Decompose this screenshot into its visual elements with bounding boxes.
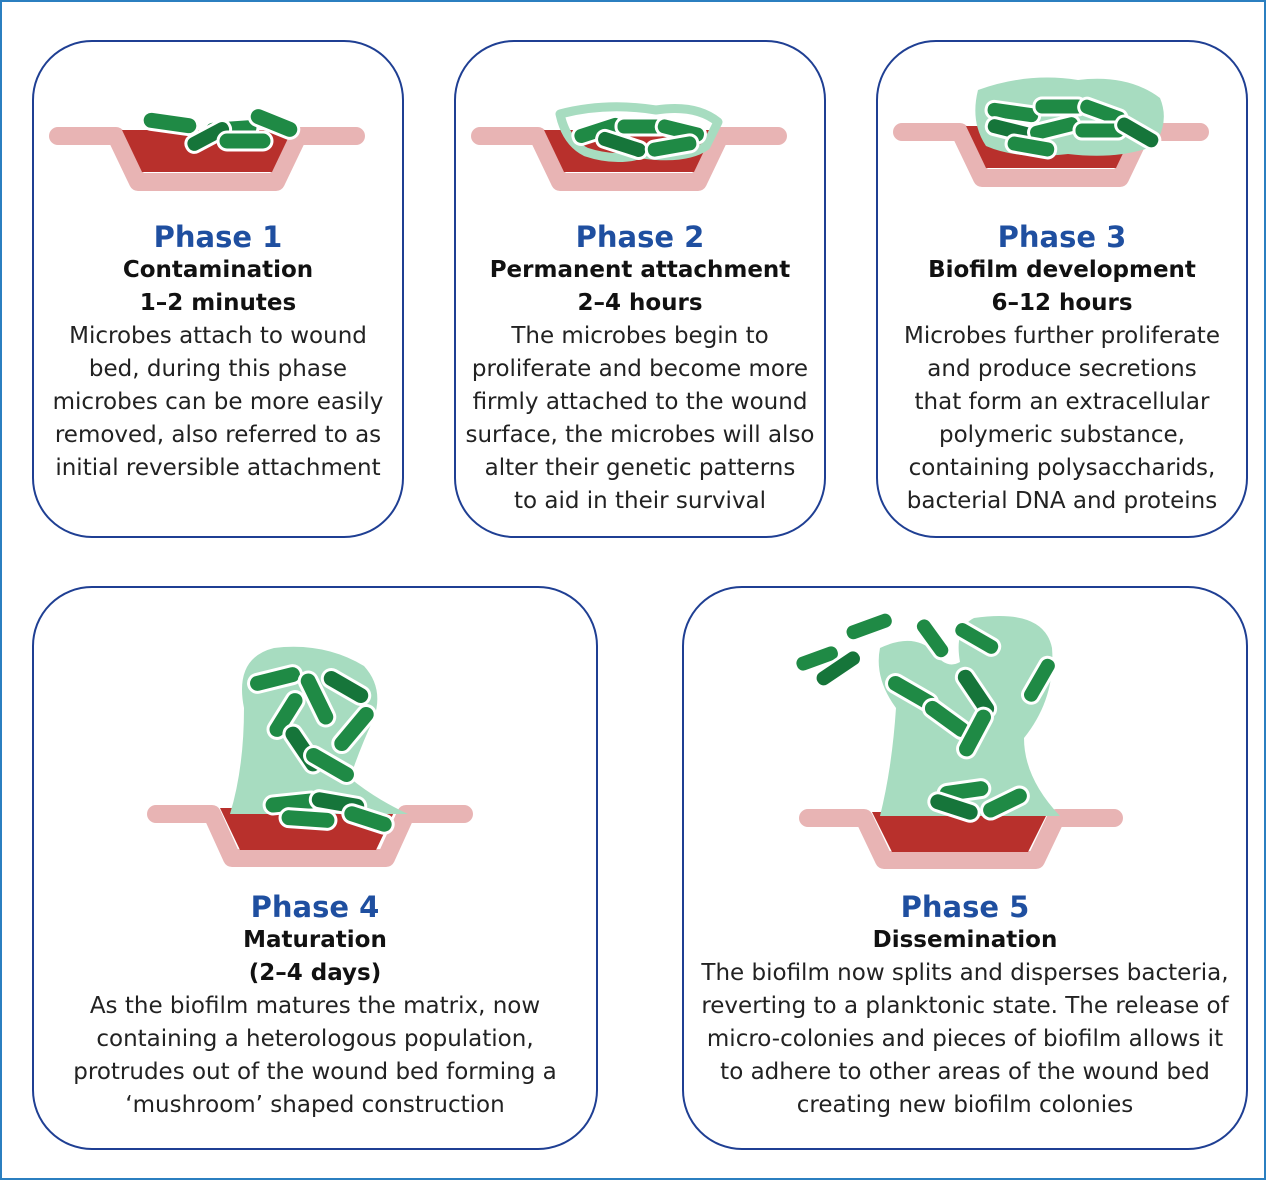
phase-5-name: Dissemination: [872, 927, 1058, 953]
phase-3-text: Phase 3 Biofilm development 6–12 hours M…: [878, 220, 1246, 518]
phase-3-description: Microbes further proliferate and produce…: [904, 323, 1220, 514]
phase-5-text: Phase 5 Dissemination The biofilm now sp…: [684, 890, 1246, 1122]
phase-2-title: Phase 2: [575, 220, 705, 254]
phase-2-bacteria: [571, 114, 707, 161]
phase-1-description: Microbes attach to wound bed, during thi…: [52, 323, 384, 481]
phase-1-title: Phase 1: [153, 220, 283, 254]
phase-2-text: Phase 2 Permanent attachment 2–4 hours T…: [456, 220, 824, 518]
phase-3-bacteria: [984, 96, 1162, 160]
phase-1-name: Contamination: [122, 257, 314, 283]
phase-3-name: Biofilm development: [928, 257, 1196, 283]
phase-1-text: Phase 1 Contamination 1–2 minutes Microb…: [34, 220, 402, 485]
phase-3-card: Phase 3 Biofilm development 6–12 hours M…: [876, 40, 1248, 538]
phase-5-description: The biofilm now splits and disperses bac…: [701, 960, 1229, 1118]
phase-4-card: Phase 4 Maturation (2–4 days) As the bio…: [32, 586, 598, 1150]
phase-4-bacteria: [247, 664, 395, 835]
phase-1-bacteria: [140, 106, 301, 154]
phase-5-card: Phase 5 Dissemination The biofilm now sp…: [682, 586, 1248, 1150]
phase-4-text: Phase 4 Maturation (2–4 days) As the bio…: [34, 890, 596, 1122]
phase-4-title: Phase 4: [250, 890, 380, 924]
phase-1-duration: 1–2 minutes: [139, 290, 297, 316]
phase-2-card: Phase 2 Permanent attachment 2–4 hours T…: [454, 40, 826, 538]
phase-1-illustration: [49, 106, 365, 191]
phase-5-illustration: [793, 610, 1123, 869]
phase-1-card: Phase 1 Contamination 1–2 minutes Microb…: [32, 40, 404, 538]
phase-3-title: Phase 3: [997, 220, 1127, 254]
phase-4-name: Maturation: [243, 927, 387, 953]
phase-5-title: Phase 5: [900, 890, 1030, 924]
phase-5-bacteria: [793, 610, 1058, 823]
phase-2-duration: 2–4 hours: [577, 290, 703, 316]
phase-3-illustration: [893, 77, 1209, 187]
phase-3-duration: 6–12 hours: [991, 290, 1133, 316]
phase-4-illustration: [147, 646, 473, 867]
phase-4-description: As the biofilm matures the matrix, now c…: [73, 993, 557, 1118]
phase-2-description: The microbes begin to proliferate and be…: [465, 323, 815, 514]
phase-2-name: Permanent attachment: [489, 257, 791, 283]
phase-4-duration: (2–4 days): [248, 960, 382, 986]
phase-2-illustration: [471, 102, 787, 191]
